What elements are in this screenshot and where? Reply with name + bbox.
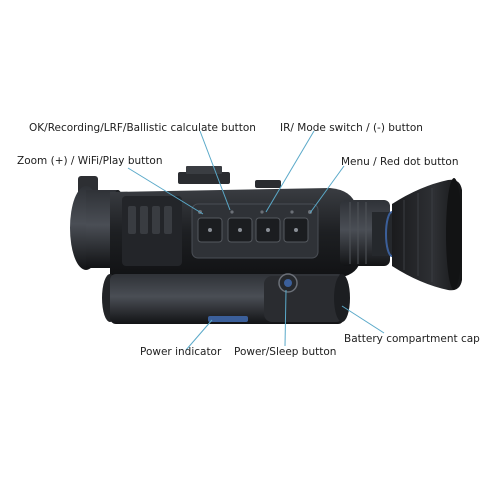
battery-tube	[102, 273, 350, 324]
label-ok-button: OK/Recording/LRF/Ballistic calculate but…	[29, 122, 256, 134]
label-battery-cap: Battery compartment cap	[344, 333, 480, 345]
leader-menu	[309, 165, 345, 214]
leader-battery	[341, 305, 385, 334]
leader-ok	[199, 130, 231, 211]
label-power-button: Power/Sleep button	[234, 346, 337, 358]
control-panel	[191, 203, 319, 259]
leader-power-button	[284, 289, 287, 347]
eyepiece	[340, 178, 462, 291]
label-ir-button: IR/ Mode switch / (-) button	[280, 122, 423, 134]
leader-zoom	[127, 167, 204, 215]
label-zoom-button: Zoom (+) / WiFi/Play button	[17, 155, 163, 167]
leader-power-indicator	[185, 319, 213, 351]
label-menu-button: Menu / Red dot button	[341, 156, 459, 168]
leader-lines	[127, 130, 385, 351]
top-rail	[178, 166, 281, 188]
label-power-indicator: Power indicator	[140, 346, 222, 358]
leader-ir	[265, 130, 315, 213]
